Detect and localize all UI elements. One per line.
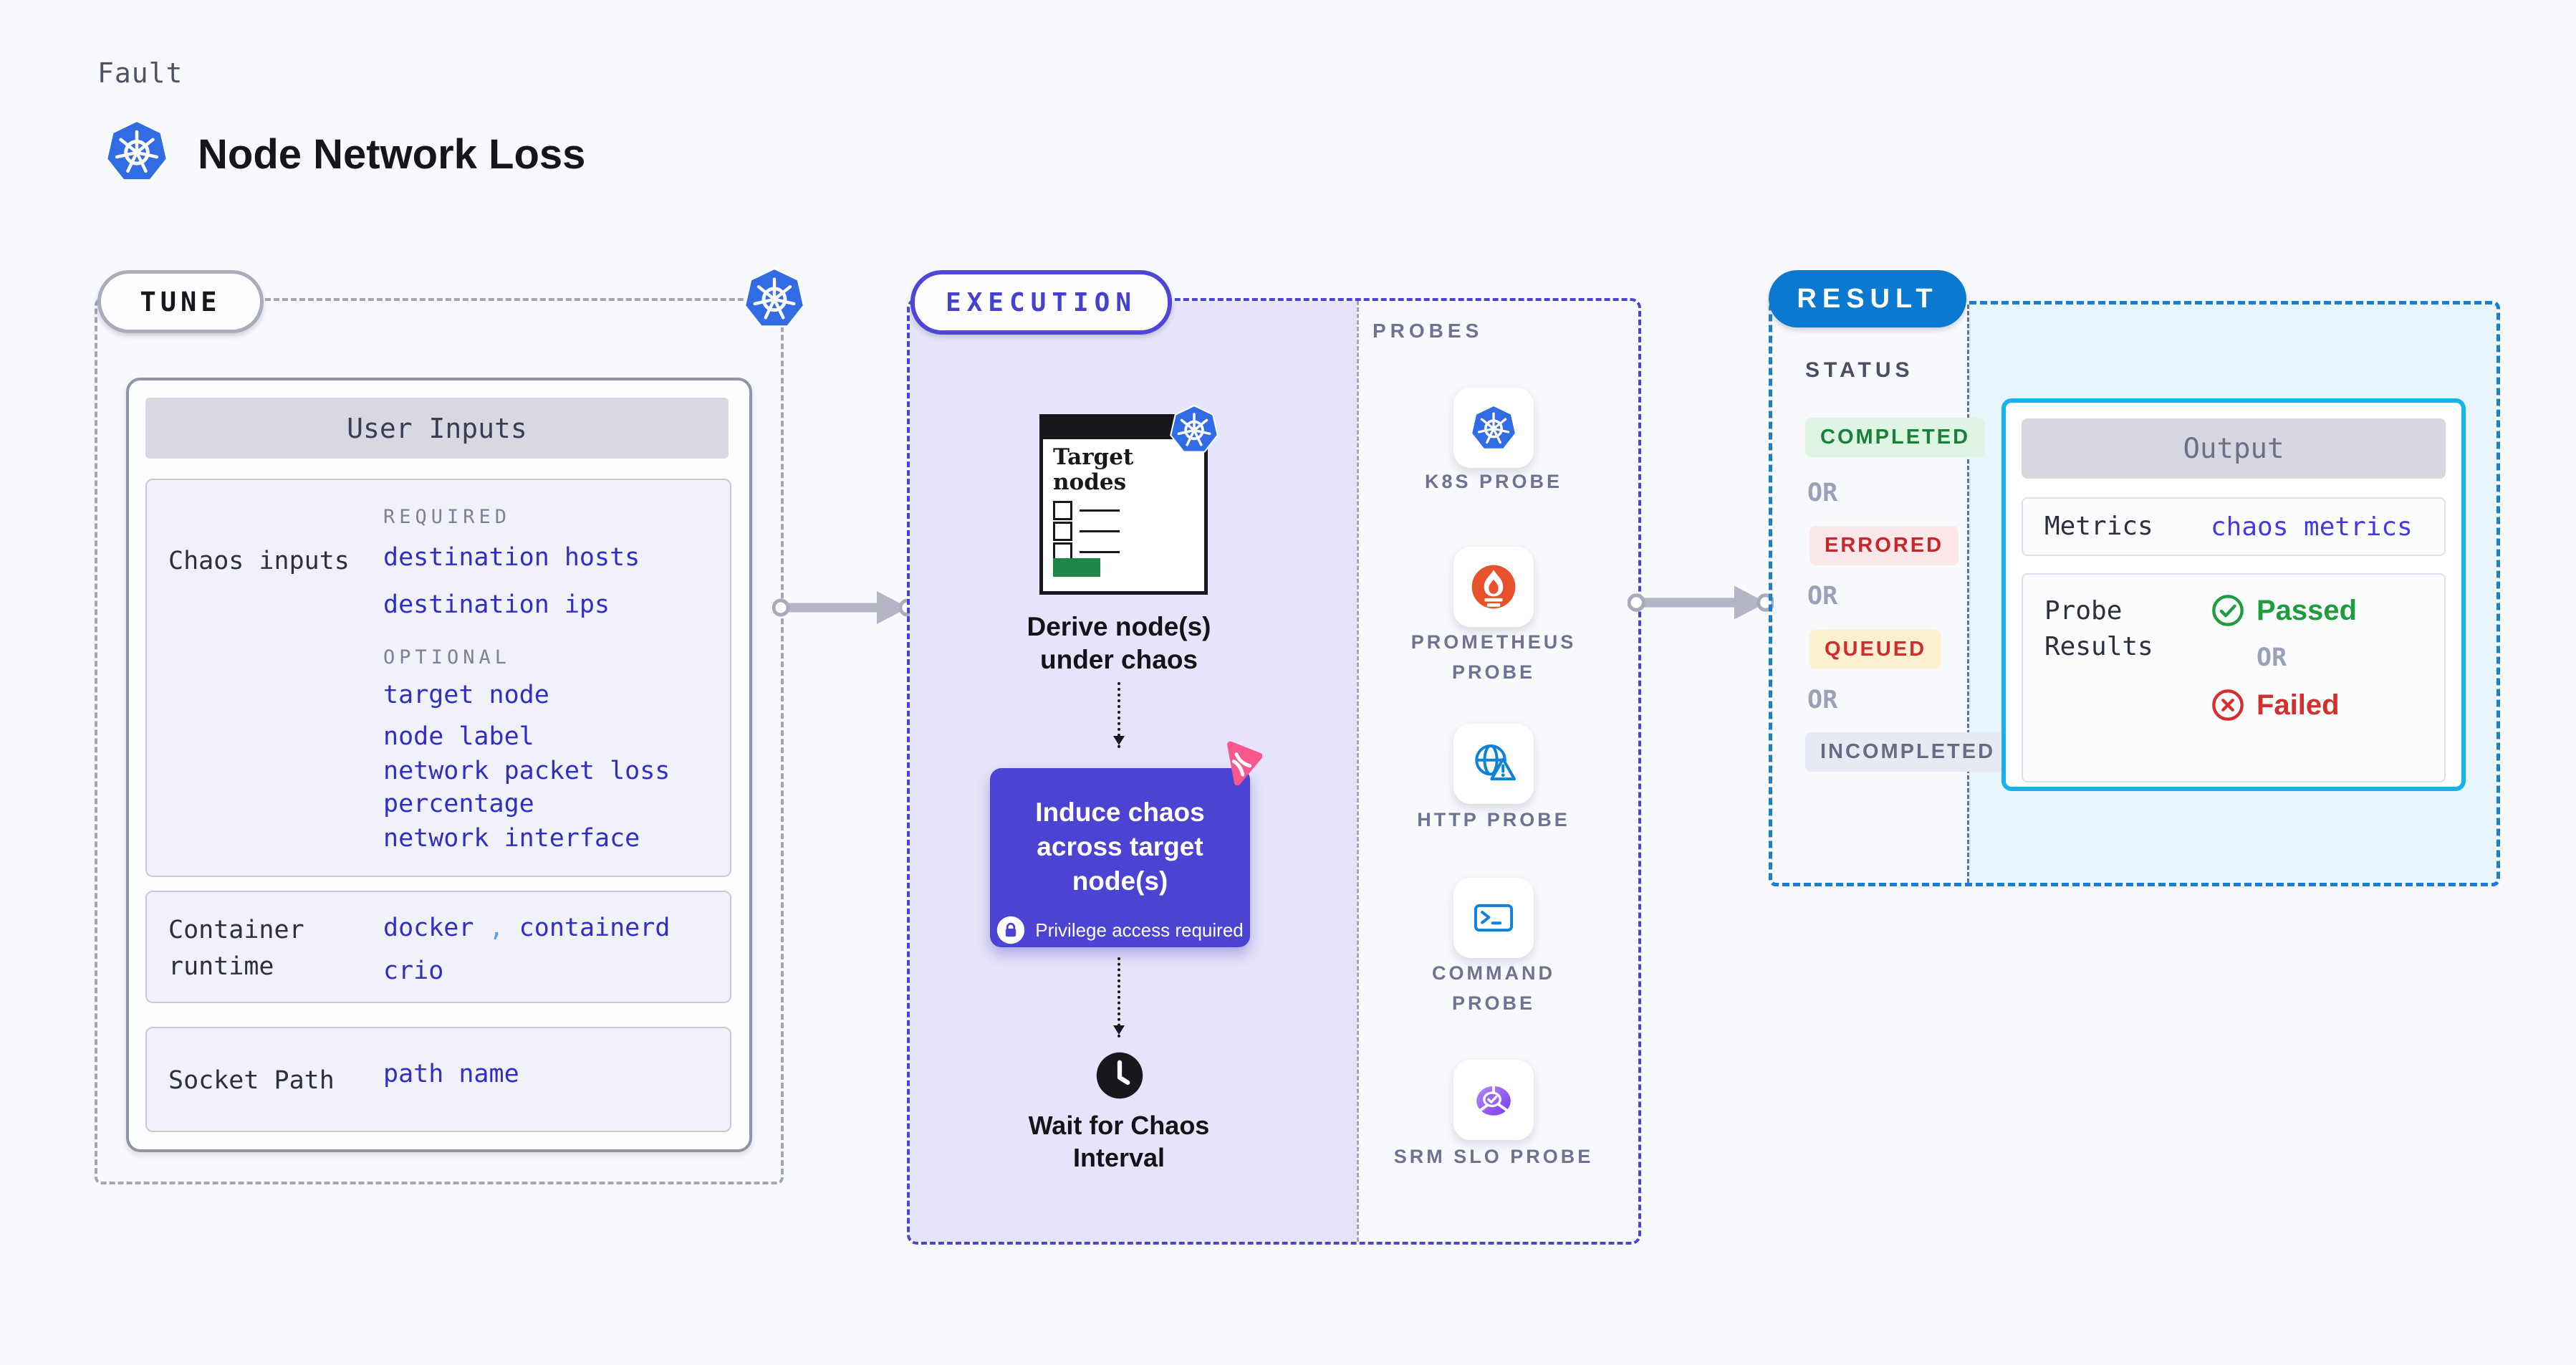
lock-icon [996,916,1025,944]
chaos-inputs-row: Chaos inputs REQUIRED destination hosts … [145,479,731,877]
probe-card-http [1453,724,1534,804]
link-network-packet-loss-percentage[interactable]: network packet loss percentage [383,757,671,818]
checkbox-icon [1053,501,1072,520]
terminal-icon [1470,894,1517,942]
tune-label: TUNE [97,270,264,333]
execution-label: EXECUTION [910,270,1172,335]
or-separator: OR [1807,479,1838,507]
or-separator: OR [1807,686,1838,714]
output-card: Output Metrics chaos metrics Probe Resul… [2001,398,2466,791]
flow-arrow-tune-to-execution [772,585,915,631]
socket-path-row: Socket Path path name [145,1027,731,1132]
globe-warning-icon [1470,740,1517,787]
runtime-separator: , [489,914,504,942]
output-header: Output [2022,418,2446,479]
badge-text: INCOMPLETED [1805,732,2011,772]
badge-text: COMPLETED [1805,418,1986,457]
probe-label-k8s: K8S PROBE [1424,471,1563,492]
checkbox-icon [1053,522,1072,541]
probes-heading: PROBES [1373,320,1484,342]
link-target-node[interactable]: target node [383,681,549,709]
induce-chaos-box: Induce chaos across target node(s) Privi… [990,768,1250,947]
page-title: Node Network Loss [198,131,586,178]
probe-label-prometheus: PROMETHEUS PROBE [1410,631,1577,683]
runtime-docker[interactable]: docker [383,914,474,942]
link-destination-ips[interactable]: destination ips [383,590,610,619]
privilege-note: Privilege access required [1035,919,1244,941]
kubernetes-icon [1470,404,1517,451]
x-circle-icon [2211,688,2245,722]
optional-heading: OPTIONAL [383,646,511,669]
probe-card-srm-slo [1453,1060,1534,1140]
probe-results-row: Probe Results Passed OR Failed [2022,573,2446,782]
green-button [1053,558,1100,577]
probe-card-command [1453,878,1534,958]
link-node-label[interactable]: node label [383,722,534,751]
node-checkbox-row [1053,501,1120,520]
chaos-inputs-label: Chaos inputs [168,547,350,575]
flow-dotted-arrow [1113,957,1125,1038]
runtime-crio[interactable]: crio [383,957,444,985]
check-circle-icon [2211,593,2245,628]
probe-card-k8s [1453,388,1534,468]
kubernetes-icon [105,119,169,183]
privilege-row: Privilege access required [990,916,1250,944]
prometheus-icon [1470,563,1517,610]
badge-text: ERRORED [1810,526,1959,565]
status-badge-errored: ERRORED [1810,526,1959,565]
target-card-title: Target nodes [1053,444,1134,495]
step-induce-chaos: Induce chaos across target node(s) [1035,798,1205,896]
tune-section [95,298,784,1184]
link-path-name[interactable]: path name [383,1060,519,1088]
result-label: RESULT [1769,270,1966,327]
step-derive-nodes: Derive node(s) under chaos [1027,612,1211,675]
status-badge-incompleted: INCOMPLETED [1805,732,2011,772]
litmus-chaos-icon [1218,741,1262,785]
node-checkbox-row [1053,522,1120,541]
or-separator: OR [1807,582,1838,610]
or-separator: OR [2257,643,2287,672]
metrics-row: Metrics chaos metrics [2022,497,2446,556]
socket-path-label: Socket Path [168,1066,335,1095]
step-wait-interval: Wait for Chaos Interval [1028,1111,1210,1172]
status-badge-queued: QUEUED [1810,630,1942,669]
probe-results-values: Passed OR Failed [2211,593,2357,722]
node-line [1080,509,1120,512]
node-line [1080,551,1120,553]
probe-label-http: HTTP PROBE [1417,809,1570,830]
clock-icon [1095,1050,1145,1101]
link-destination-hosts[interactable]: destination hosts [383,543,640,572]
failed-text: Failed [2257,689,2340,721]
status-badge-completed: COMPLETED [1805,418,1986,457]
fault-eyebrow: Fault [97,57,183,89]
passed-text: Passed [2257,594,2358,626]
container-runtime-label: Container runtime [168,916,304,981]
kubernetes-icon [743,267,806,330]
flow-dotted-arrow [1113,682,1125,748]
runtime-values-line1[interactable]: docker , containerd [383,912,670,945]
passed-row: Passed [2211,593,2357,628]
status-heading: STATUS [1805,358,1914,382]
required-heading: REQUIRED [383,506,511,528]
user-inputs-header: User Inputs [145,398,729,459]
probe-card-prometheus [1453,547,1534,627]
probe-label-command: COMMAND PROBE [1432,962,1555,1014]
runtime-containerd[interactable]: containerd [519,914,671,942]
link-network-interface[interactable]: network interface [383,824,640,853]
kubernetes-icon [1169,404,1219,454]
container-runtime-row: Container runtime docker , containerd cr… [145,891,731,1003]
metrics-label: Metrics [2044,511,2153,541]
flow-arrow-execution-to-result [1628,580,1774,626]
node-line [1080,530,1120,532]
failed-row: Failed [2211,688,2357,722]
probe-label-srm-slo: SRM SLO PROBE [1393,1146,1594,1167]
slo-pie-icon [1470,1076,1517,1124]
probes-divider [1357,301,1359,1242]
metrics-value[interactable]: chaos metrics [2211,512,2413,542]
probe-results-label: Probe Results [2044,596,2153,662]
status-divider [1967,305,1969,883]
badge-text: QUEUED [1810,630,1942,669]
